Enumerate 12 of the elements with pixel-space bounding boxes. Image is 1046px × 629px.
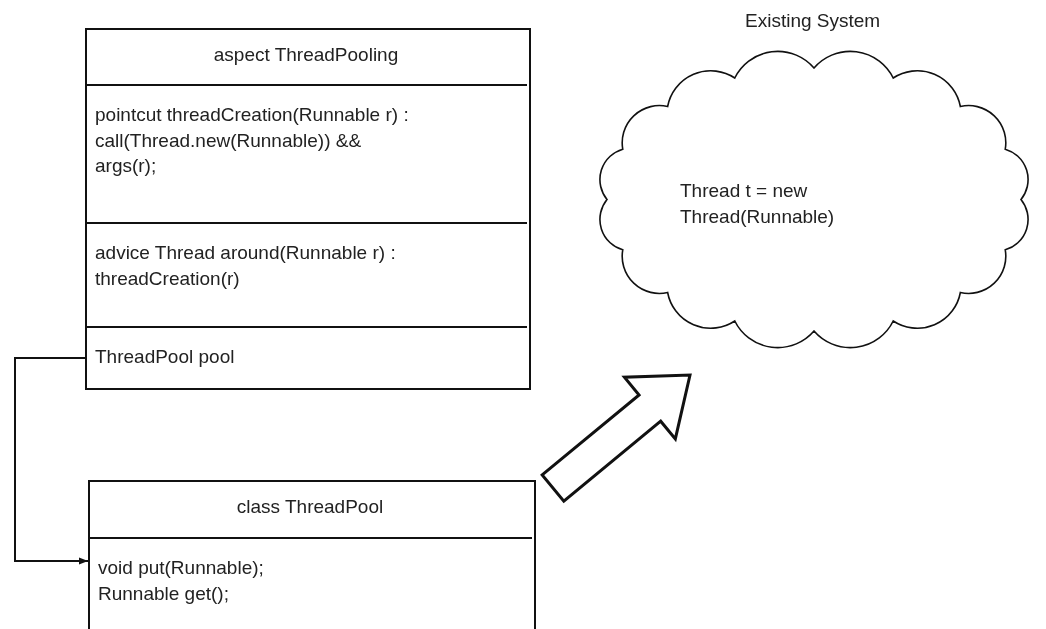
cloud-heading: Existing System	[745, 9, 881, 33]
code-text: void put(Runnable); Runnable get();	[98, 556, 265, 606]
arrow	[14, 357, 89, 565]
code-text: ThreadPool pool	[95, 345, 235, 369]
class-name: aspect ThreadPooling	[212, 43, 400, 67]
code-text: pointcut threadCreation(Runnable r) : call(Thread.new(Runnable)) && args(r);	[95, 103, 410, 179]
class-box	[88, 480, 536, 629]
class-box	[85, 28, 531, 390]
code-text: Thread t = new Thread(Runnable)	[680, 179, 836, 229]
class-name: class ThreadPool	[235, 495, 385, 519]
block-arrow	[540, 373, 692, 504]
code-text: advice Thread around(Runnable r) : threadCreation(r)	[95, 241, 397, 291]
